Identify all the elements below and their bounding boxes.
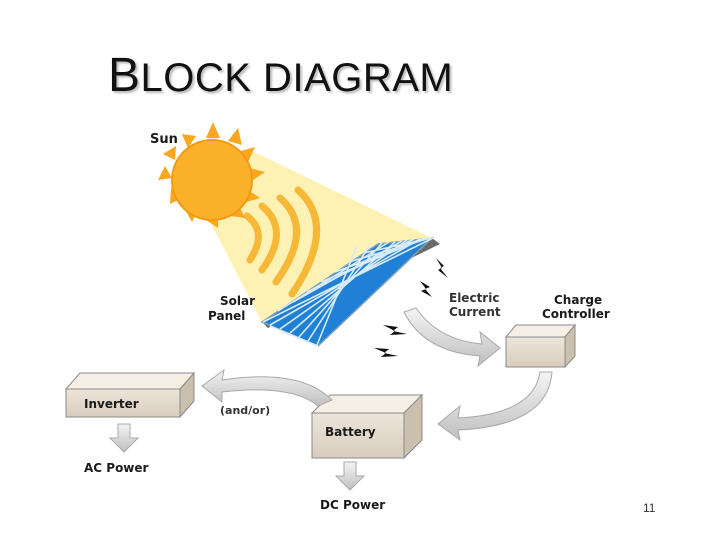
page-number: 11 [643, 501, 656, 515]
inverter-box [64, 371, 196, 419]
heat-waves [243, 186, 320, 298]
title-first-letter: B [108, 49, 141, 102]
battery-box [310, 393, 424, 460]
arrow-controller-to-battery [437, 371, 553, 442]
arrow-battery-to-dc-power [334, 461, 366, 491]
charge-controller-label-line1: Charge [554, 293, 602, 307]
lightning-bolt-icons [374, 258, 448, 357]
title-rest: LOCK DIAGRAM [140, 56, 454, 100]
solar-panel [260, 237, 440, 347]
panel-grid-lines [262, 237, 434, 347]
arrow-inverter-to-ac-power [108, 423, 140, 453]
sun-icon [158, 122, 265, 228]
inverter-label: Inverter [84, 397, 139, 411]
slide-title: BLOCK DIAGRAM [108, 52, 453, 100]
sun-label: Sun [150, 132, 178, 147]
dc-power-label: DC Power [320, 498, 385, 512]
electric-current-label-line1: Electric [449, 291, 499, 305]
charge-controller-box [504, 323, 577, 369]
charge-controller-label-line2: Controller [542, 307, 610, 321]
electric-current-label-line2: Current [449, 305, 501, 319]
arrow-battery-to-inverter [201, 368, 333, 407]
and-or-label: (and/or) [220, 404, 270, 417]
solar-panel-label-line1: Solar [220, 294, 255, 308]
solar-panel-label-line2: Panel [208, 309, 245, 323]
arrow-panel-to-controller [403, 307, 501, 368]
ac-power-label: AC Power [84, 461, 149, 475]
battery-label: Battery [325, 425, 376, 439]
